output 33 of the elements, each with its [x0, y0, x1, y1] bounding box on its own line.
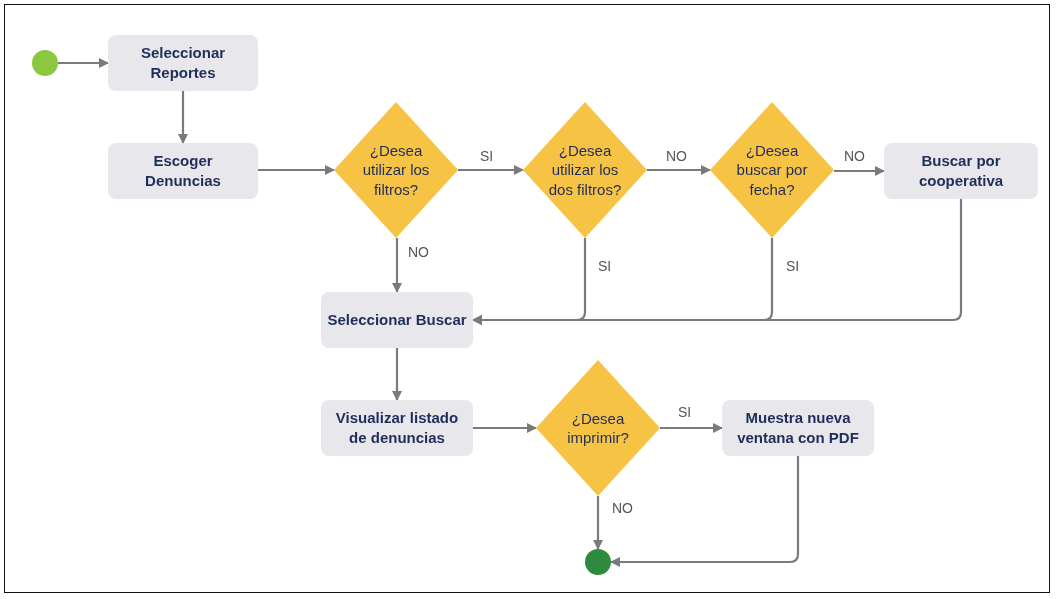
arrow: [593, 496, 603, 550]
arrow: [647, 165, 711, 175]
arrow: [660, 423, 723, 433]
terminal-circle: [32, 50, 58, 76]
decision-diamond: [334, 102, 458, 238]
arrow: [178, 91, 188, 144]
decision-text: ¿Desea buscar por fecha?: [735, 140, 809, 200]
arrow: [610, 456, 800, 567]
decision-diamond: [536, 360, 660, 496]
process-box: Muestra nueva ventana con PDF: [722, 400, 874, 456]
arrow: [472, 199, 963, 325]
edge-label: NO: [842, 148, 867, 164]
process-box: Visualizar listado de denuncias: [321, 400, 473, 456]
decision-diamond: [523, 102, 647, 238]
process-box: Seleccionar Reportes: [108, 35, 258, 91]
process-box: Escoger Denuncias: [108, 143, 258, 199]
edge-label: NO: [664, 148, 689, 164]
edge-label: NO: [610, 500, 635, 516]
process-box: Seleccionar Buscar: [321, 292, 473, 348]
decision-text: ¿Desea imprimir?: [566, 408, 630, 448]
edge-label: NO: [406, 244, 431, 260]
process-box: Buscar por cooperativa: [884, 143, 1038, 199]
terminal-circle: [585, 549, 611, 575]
arrow: [392, 238, 402, 293]
arrow: [458, 165, 524, 175]
decision-text: ¿Desea utilizar los dos filtros?: [547, 140, 623, 200]
arrow: [392, 348, 402, 401]
decision-diamond: [710, 102, 834, 238]
arrow: [58, 58, 109, 68]
arrow: [473, 423, 537, 433]
arrow: [258, 165, 335, 175]
decision-text: ¿Desea utilizar los filtros?: [361, 140, 431, 200]
arrow: [834, 166, 885, 176]
